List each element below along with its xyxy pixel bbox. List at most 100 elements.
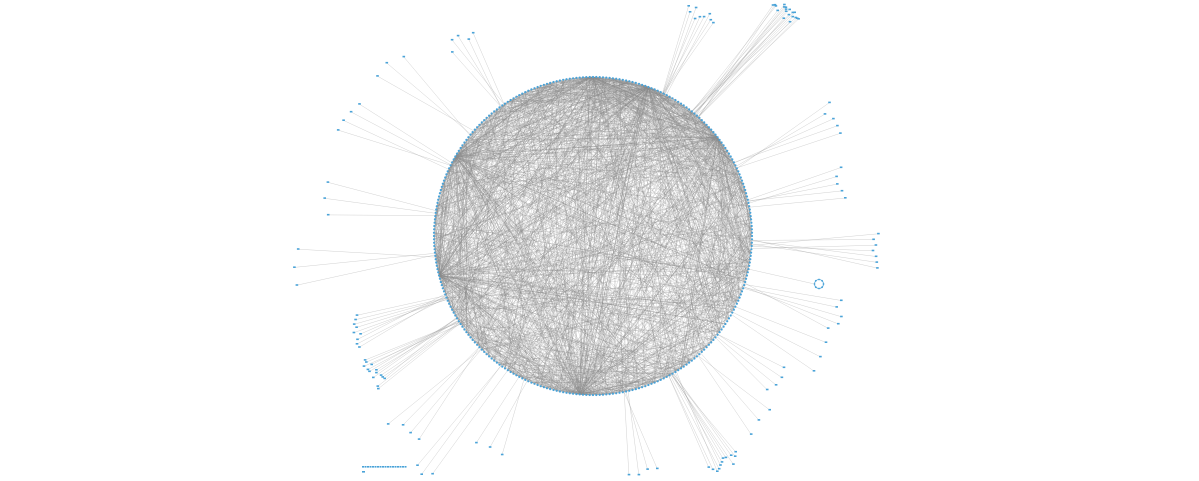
chord-edge [455,156,735,310]
leaf-node [376,75,379,77]
ring-node [674,370,677,374]
chord-edge [438,134,716,276]
chord-edge [612,171,739,394]
chord-edge [648,86,752,223]
chord-edge [572,86,649,394]
chord-edge [592,96,670,396]
chord-edge [606,137,718,395]
chord-edge [455,156,744,184]
chord-edge [625,362,690,392]
ring-node [455,317,459,320]
leaf-node [293,266,296,268]
leaf-edge [451,39,505,105]
ring-node [533,382,536,385]
chord-edge [438,96,670,276]
ring-node [438,192,441,195]
ring-node [679,367,683,370]
ring-node [718,138,721,141]
ring-node [659,91,662,94]
chord-edge [455,80,557,157]
leaf-node [379,374,383,376]
chord-edge [701,120,720,333]
chord-edge [455,156,673,374]
chord-edge [448,91,661,304]
chord-edge [546,83,718,138]
chord-edge [466,76,597,333]
chord-edge [543,84,718,138]
chord-edge [549,86,649,390]
ring-node [527,89,530,92]
ring-node [444,176,447,179]
leaf-node [837,322,840,325]
chord-edge [559,76,597,392]
chord-edge [435,86,649,260]
chord-edge [513,98,753,230]
leaf-edge [367,320,459,370]
ring-node [724,322,727,326]
chord-edge [579,189,746,395]
legend-strip [362,466,407,473]
chord-edge [462,168,738,327]
leaf-node [733,455,737,457]
leaf-node [467,38,471,40]
chord-edge [435,109,498,260]
ring-node [601,393,605,396]
chord-edge [434,86,649,250]
ring-node [703,121,706,124]
chord-edge [470,80,561,135]
chord-edge [438,275,551,390]
legend-swatch [362,466,364,468]
chord-edge [438,81,554,276]
chord-edge [710,129,736,307]
chord-edge [442,183,707,348]
chord-edge [439,156,456,279]
chord-edge [438,275,584,395]
chord-edge [451,76,594,310]
chord-edge [507,76,594,103]
chord-edge [438,275,726,325]
chord-edge [612,78,624,393]
chord-edge [448,303,551,390]
ring-node [695,114,699,117]
chord-edge [579,309,735,395]
chord-edge [455,99,511,157]
chord-edge [436,86,649,263]
chord-edge [742,259,751,289]
leaf-edge [670,374,736,453]
chord-edge [648,86,716,135]
ring-node [662,377,665,380]
chord-edge [470,76,594,135]
leaf-node [354,318,357,321]
chord-edge [452,86,649,163]
chord-edge [438,225,752,276]
chord-edge [438,275,726,325]
chord-edge [586,76,746,191]
chord-edge [519,76,594,96]
chord-edge [513,98,580,395]
chord-edge [438,275,658,382]
chord-edge [446,297,739,301]
leaf-edge [700,352,759,421]
chord-edge [609,344,710,395]
chord-edge [442,90,529,289]
chord-edge [579,145,724,395]
chord-edge [569,249,752,394]
chord-edge [507,369,652,385]
chord-edge [717,145,724,335]
leaf-edge [476,376,520,443]
chord-edge [479,76,594,126]
chord-edge [488,115,752,247]
ring-node [698,353,701,356]
chord-edge [445,101,679,295]
ring-node [449,164,452,167]
chord-edge [450,165,750,207]
chord-edge [450,101,679,307]
chord-edge [433,183,444,233]
chord-edge [434,105,503,247]
ring-node [750,221,753,224]
chord-edge [439,86,649,194]
chord-edge [436,205,753,240]
chord-edge [680,103,738,304]
chord-edge [486,76,594,119]
chord-edge [438,275,679,371]
